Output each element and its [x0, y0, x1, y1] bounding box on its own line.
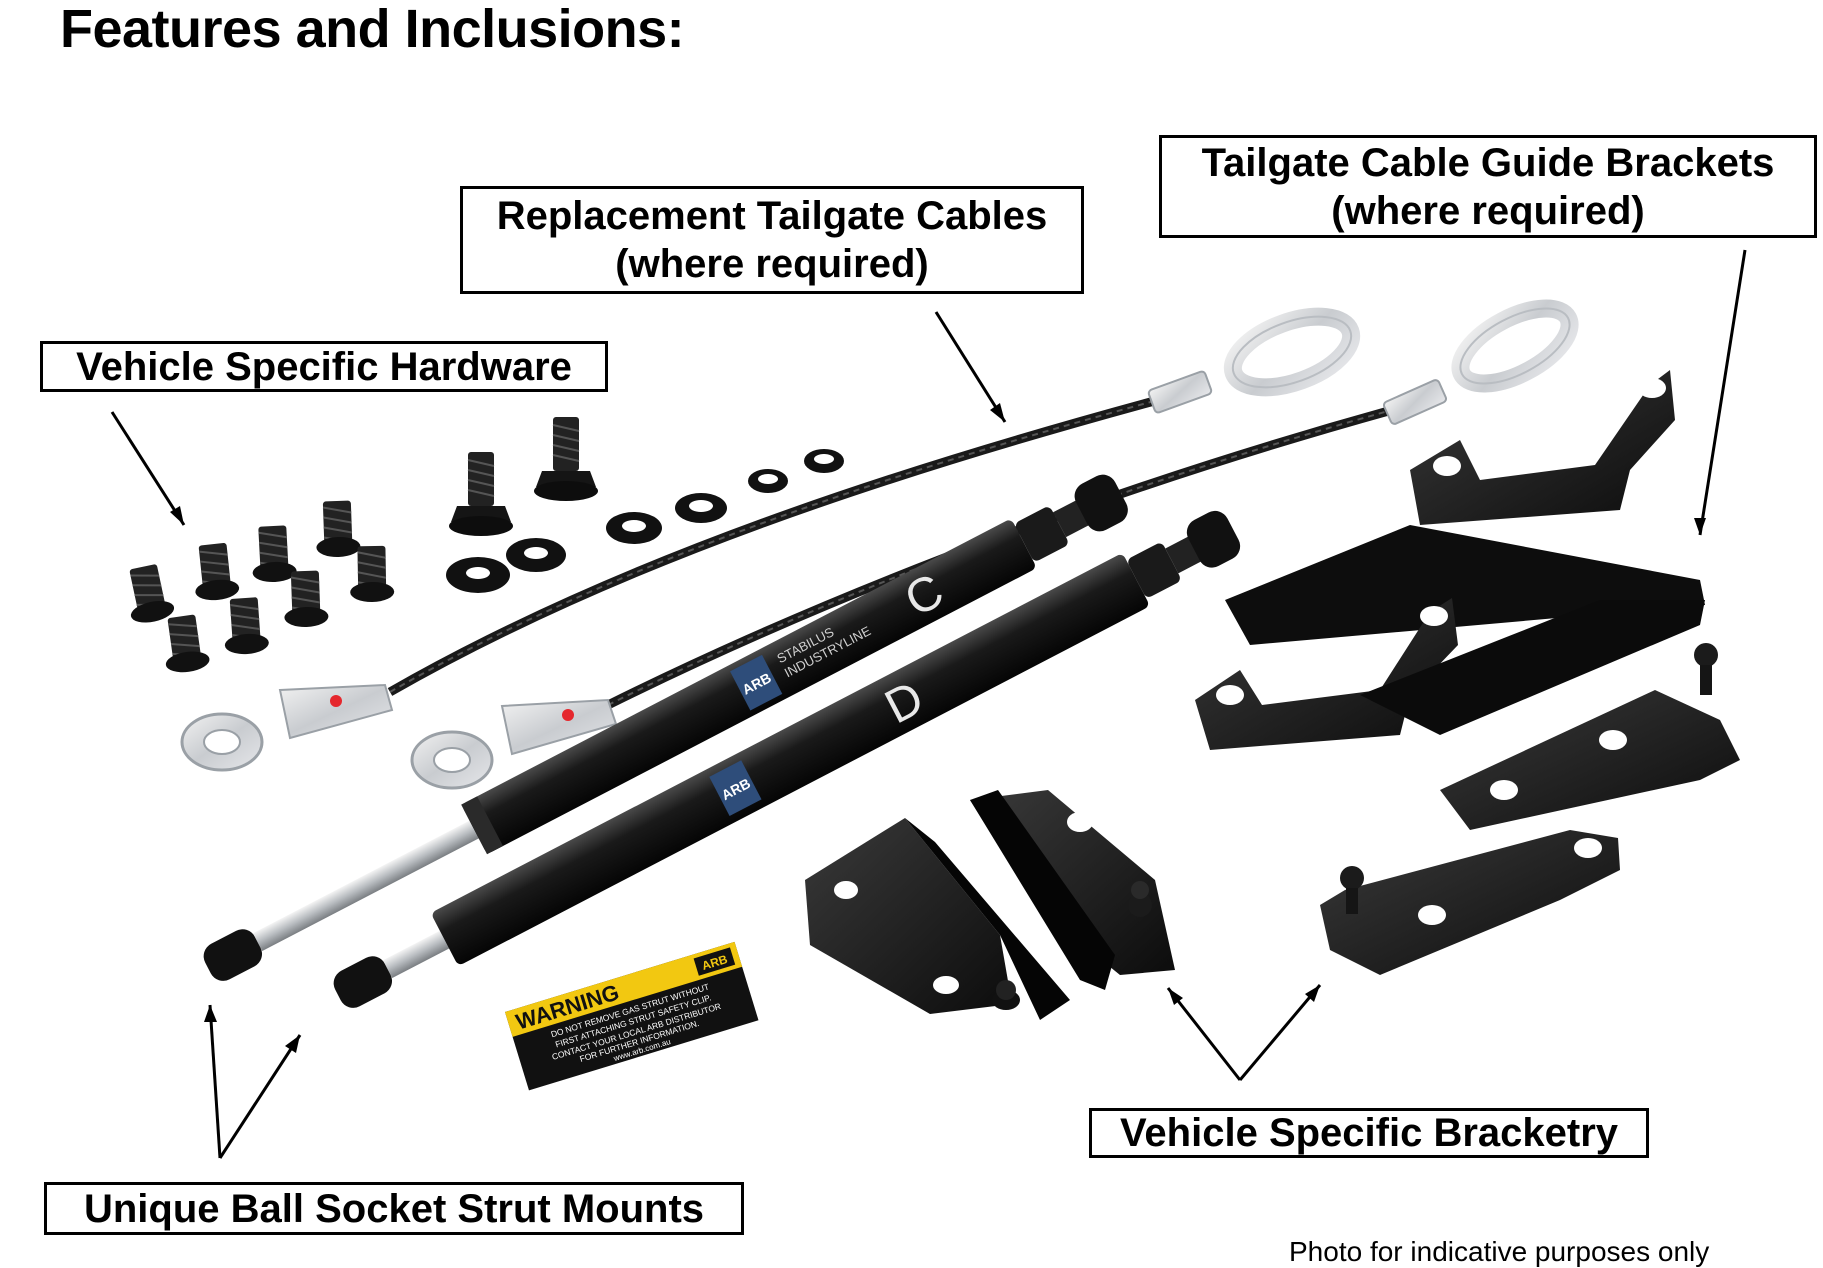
- page-title: Features and Inclusions:: [60, 0, 685, 59]
- callout-hardware-text: Vehicle Specific Hardware: [76, 344, 572, 389]
- strut-bracket-left: [805, 818, 1070, 1020]
- callout-guide-line-1: Tailgate Cable Guide Brackets: [1201, 140, 1775, 185]
- arb-logo-icon: [730, 654, 783, 711]
- washer-icon: [446, 557, 510, 593]
- callout-cables-line-1: Replacement Tailgate Cables: [496, 194, 1048, 238]
- callout-vehicle-specific-bracketry: Vehicle Specific Bracketry: [1089, 1108, 1649, 1158]
- washer-icon: [804, 449, 844, 473]
- callout-vehicle-specific-hardware: Vehicle Specific Hardware: [40, 341, 608, 392]
- bolt-icon: [195, 543, 240, 601]
- washer-icon: [506, 538, 566, 572]
- flange-bolt-icon: [449, 452, 513, 536]
- flange-bolt-icon: [534, 417, 598, 501]
- callout-replacement-tailgate-cables: Replacement Tailgate Cables (where requi…: [460, 186, 1084, 294]
- callout-mounts-text: Unique Ball Socket Strut Mounts: [83, 1186, 705, 1231]
- arb-logo-icon: [693, 947, 736, 976]
- cable-end-loop-icon: [1147, 307, 1361, 414]
- red-dot-icon: [562, 709, 574, 721]
- warning-sticker: WARNING ARB DO NOT REMOVE GAS STRUT WITH…: [505, 941, 759, 1091]
- cable-guide-bracket-bottom: [1195, 598, 1705, 750]
- bolt-icon: [224, 597, 269, 655]
- bolt-icon: [316, 500, 361, 558]
- bolt-icon: [252, 525, 297, 583]
- red-dot-icon: [330, 695, 342, 707]
- bolt-icon: [284, 570, 329, 628]
- bolt-icon: [350, 545, 395, 603]
- cable-end-loop-icon: [1382, 299, 1579, 425]
- callout-ball-socket-strut-mounts: Unique Ball Socket Strut Mounts: [44, 1182, 744, 1235]
- gas-strut-c: ARB STABILUS INDUSTRYLINE C: [203, 474, 1128, 981]
- callout-tailgate-cable-guide-brackets: Tailgate Cable Guide Brackets (where req…: [1159, 135, 1817, 238]
- washer-icon: [606, 512, 662, 544]
- callout-arrows: [110, 249, 1747, 1159]
- callout-bracketry-text: Vehicle Specific Bracketry: [1119, 1111, 1619, 1155]
- washer-icon: [675, 493, 727, 523]
- cable-eyelet-icon: [410, 698, 618, 790]
- arb-logo-icon: [709, 760, 762, 816]
- callout-guide-line-2: (where required): [1331, 188, 1645, 233]
- strut-bracket-right: [970, 790, 1175, 990]
- hardware-bolts: [129, 417, 844, 673]
- bolt-icon: [129, 564, 175, 623]
- washer-icon: [748, 469, 788, 493]
- callout-cables-line-2: (where required): [615, 242, 929, 286]
- bolt-icon: [165, 614, 210, 673]
- photo-disclaimer: Photo for indicative purposes only: [1289, 1236, 1710, 1267]
- ball-stud-bracket-upper: [1440, 643, 1740, 830]
- cable-eyelet-icon: [180, 683, 394, 772]
- gas-strut-d: ARB D: [333, 510, 1241, 1008]
- ball-stud-bracket-lower: [1320, 830, 1620, 975]
